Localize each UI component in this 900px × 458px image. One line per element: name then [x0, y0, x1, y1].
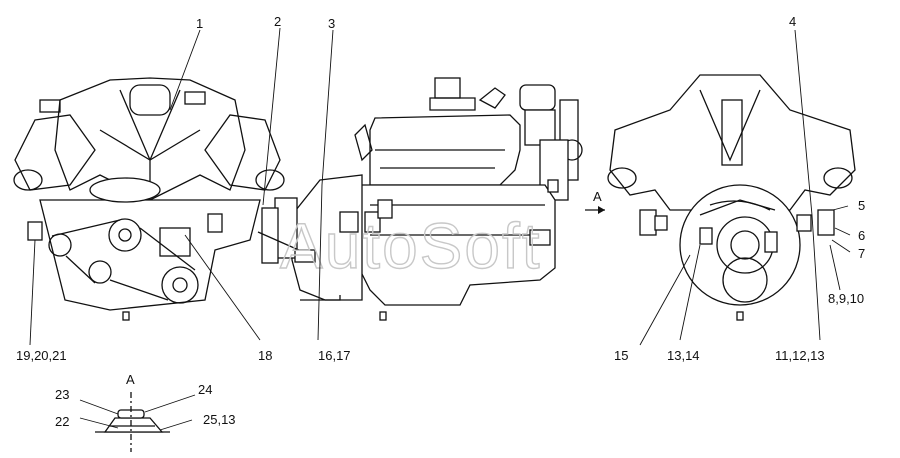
detail-a-mount	[95, 392, 170, 452]
callout-25-13: 25,13	[203, 412, 236, 427]
side-view-engine	[257, 77, 583, 321]
callout-6: 6	[858, 228, 865, 243]
detail-a-label: A	[126, 372, 135, 387]
callout-1: 1	[196, 16, 203, 31]
leader-lines	[29, 27, 851, 431]
callout-24: 24	[198, 382, 212, 397]
callout-23: 23	[55, 387, 69, 402]
callout-5: 5	[858, 198, 865, 213]
callout-22: 22	[55, 414, 69, 429]
callout-13-14: 13,14	[667, 348, 700, 363]
callout-7: 7	[858, 246, 865, 261]
callout-15: 15	[614, 348, 628, 363]
callout-11-12-13: 11,12,13	[775, 348, 825, 363]
watermark-text: AutoSoft	[280, 210, 542, 282]
view-a-marker: A	[593, 189, 602, 204]
callout-4: 4	[789, 14, 796, 29]
view-a-arrowhead	[598, 206, 605, 214]
callout-3: 3	[328, 16, 335, 31]
callout-16-17: 16,17	[318, 348, 351, 363]
callout-19-20-21: 19,20,21	[16, 348, 67, 363]
callout-8-9-10: 8,9,10	[828, 291, 864, 306]
rear-view-engine	[607, 74, 856, 321]
callout-2: 2	[274, 14, 281, 29]
front-view-engine	[13, 77, 285, 321]
callout-18: 18	[258, 348, 272, 363]
